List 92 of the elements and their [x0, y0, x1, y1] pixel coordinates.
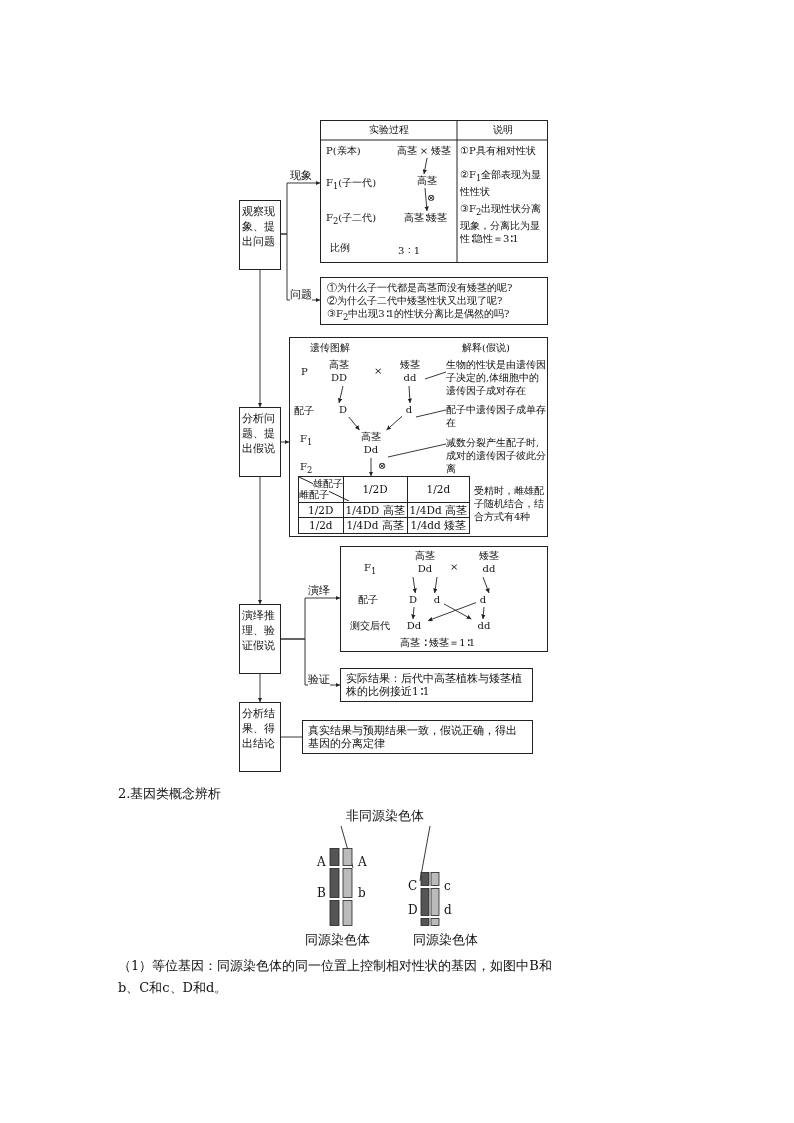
table-header-text: 雌配子	[299, 489, 329, 501]
table-cell: 1/2D	[343, 476, 408, 503]
table-cell: 1/2d	[407, 476, 470, 503]
explanation-text: 配子中遗传因子成单存在	[446, 403, 546, 431]
chromosome-pair-drawing	[329, 848, 353, 926]
step-box: 观察现象、提出问题	[239, 200, 281, 270]
leader-line	[424, 371, 447, 380]
gene-letter: A	[358, 855, 367, 870]
panel-text: 解释(假说)	[462, 341, 511, 354]
genotype-label: D	[336, 403, 350, 417]
punnett-table	[298, 476, 470, 534]
chromosome-heading: 非同源染色体	[335, 808, 435, 826]
panel-text: 配子	[294, 404, 315, 417]
gene-letter: A	[317, 855, 326, 870]
panel-text: ②F$_{1}$全部表现为显性性状	[460, 168, 543, 198]
step-box: 分析结果、得出结论	[239, 702, 281, 772]
table-cell: 1/4Dd 高茎	[407, 502, 470, 518]
panel-text: P(亲本)	[326, 144, 362, 157]
table-header-text: 雄配子	[312, 478, 343, 490]
genotype-label: 高茎 Dd	[354, 430, 388, 458]
table-cell: 1/4Dd 高茎	[343, 517, 408, 534]
edge-label: 演绎	[308, 584, 330, 597]
genotype-label: 高茎 Dd	[408, 549, 442, 577]
chromosome-pair-drawing	[420, 872, 440, 926]
panel-text: 受精时，雌雄配子随机结合，结合方式有4种	[474, 484, 545, 523]
chromosome-caption: 同源染色体	[305, 932, 370, 948]
genotype-label: 高茎 DD	[322, 358, 356, 386]
selfing-symbol: ⊗	[427, 191, 436, 204]
leader-line	[415, 409, 447, 418]
step-box: 演绎推理、验证假说	[239, 604, 281, 674]
connector-line	[280, 736, 303, 738]
gene-letter: d	[444, 903, 452, 918]
panel-text: F$_{2}$(子二代)	[326, 211, 378, 228]
result-box: 实际结果：后代中高茎植株与矮茎植株的比例接近1∶1	[340, 668, 533, 702]
step-box: 分析问题、提出假说	[239, 407, 281, 477]
leader-line	[387, 443, 447, 458]
panel-text: 测交后代	[350, 619, 391, 632]
explanation-text: 生物的性状是由遗传因子决定的,体细胞中的遗传因子成对存在	[446, 358, 546, 400]
genotype-label: 高茎	[412, 174, 442, 188]
gene-letter: C	[408, 879, 418, 894]
panel-text: P	[301, 365, 309, 378]
panel-text: ③F$_{2}$出现性状分离现象，分离比为显性∶隐性＝3∶1	[460, 202, 543, 245]
panel-text: 比例	[330, 241, 351, 254]
table-cell: 1/4DD 高茎	[343, 502, 408, 518]
panel-text: 说明	[491, 123, 514, 136]
genotype-label: D	[406, 593, 420, 607]
panel-text: ①P具有相对性状	[460, 144, 537, 157]
cross-symbol: ×	[374, 364, 383, 377]
genotype-label: d	[402, 403, 416, 417]
question-text: ①为什么子一代都是高茎而没有矮茎的呢?	[327, 281, 514, 294]
cross-symbol: ×	[450, 560, 459, 573]
explanation-text: 减数分裂产生配子时,成对的遗传因子彼此分离	[446, 436, 546, 478]
panel-text: 配子	[358, 593, 379, 606]
panel-text: 遗传图解	[310, 341, 351, 354]
genotype-label: 矮茎 dd	[395, 358, 425, 386]
edge-label: 验证	[308, 673, 330, 686]
section-heading: 2.基因类概念辨析	[118, 786, 222, 802]
leader-line	[340, 825, 354, 869]
panel-text: 3 ∶ 1	[398, 244, 422, 257]
panel-text: 实验过程	[367, 123, 410, 136]
result-box: 真实结果与预期结果一致，假说正确，得出基因的分离定律	[302, 720, 533, 754]
gene-letter: B	[317, 886, 326, 901]
genotype-label: d	[430, 593, 444, 607]
leader-line	[419, 825, 431, 882]
genotype-label: Dd	[400, 619, 428, 633]
table-cell: 1/4dd 矮茎	[407, 517, 470, 534]
question-text: ②为什么子二代中矮茎性状又出现了呢?	[327, 294, 504, 307]
question-box	[320, 277, 548, 325]
genotype-label: 矮茎 dd	[472, 549, 506, 577]
gene-letter: b	[358, 886, 366, 901]
chromosome-caption: 同源染色体	[413, 932, 478, 948]
genotype-label: 高茎 × 矮茎	[392, 144, 456, 158]
genotype-label: d	[476, 593, 490, 607]
panel-text: F$_{2}$	[300, 460, 314, 477]
panel-text: F$_{1}$	[300, 432, 314, 449]
genotype-label: 高茎∶矮茎	[395, 211, 455, 225]
gene-letter: D	[408, 903, 418, 918]
gene-letter: c	[444, 879, 451, 894]
question-text: ③F$_{2}$中出现3∶1的性状分离比是偶然的吗?	[327, 307, 511, 324]
panel-text: 高茎 ∶ 矮茎＝1∶1	[400, 636, 477, 649]
definition-text: （1）等位基因：同源染色体的同一位置上控制相对性状的基因，如图中B和b、C和c、D和d。	[118, 957, 553, 997]
selfing-symbol: ⊗	[378, 459, 387, 472]
panel-text: F$_{1}$	[364, 561, 378, 578]
diagram-panel	[340, 546, 548, 652]
table-cell: 1/2d	[298, 517, 344, 534]
genotype-label: dd	[470, 619, 498, 633]
edge-label: 问题	[290, 288, 312, 301]
table-cell: 1/2D	[298, 502, 344, 518]
diagram-panel	[289, 337, 548, 537]
panel-text: F$_{1}$(子一代)	[326, 176, 378, 193]
diagram-panel	[320, 120, 548, 263]
edge-label: 现象	[290, 169, 312, 182]
